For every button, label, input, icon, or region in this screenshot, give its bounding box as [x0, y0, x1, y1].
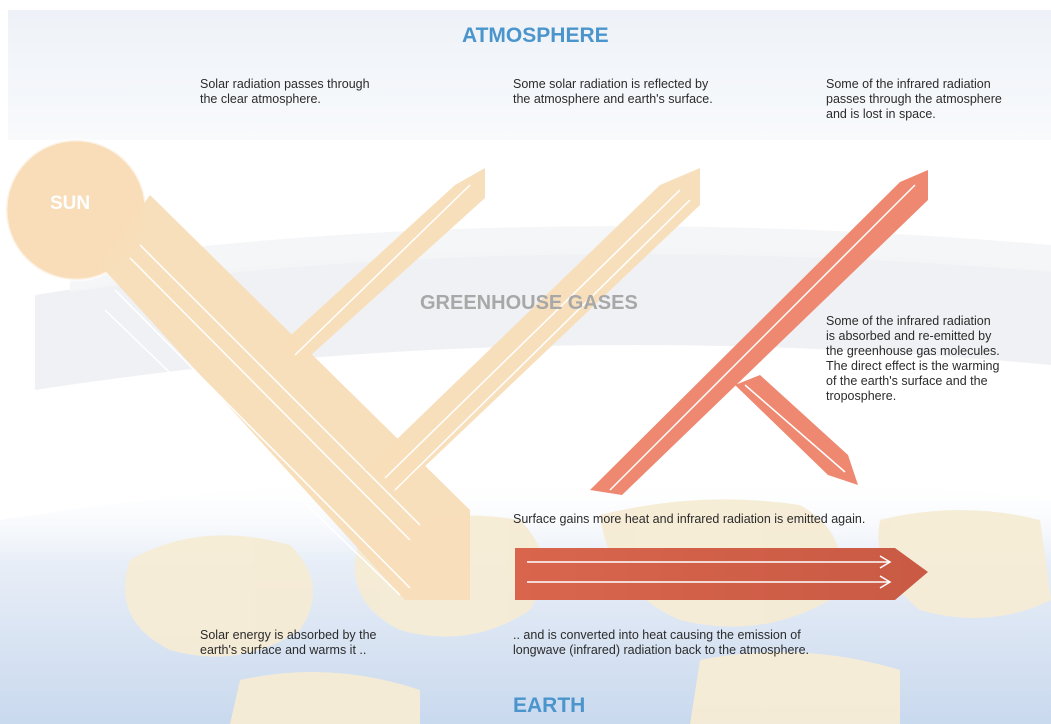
infrared-to-space-arrow	[590, 170, 928, 495]
solar-reflected-arrow-1	[280, 168, 485, 365]
caption-converted-heat: .. and is converted into heat causing th…	[513, 628, 809, 657]
caption-infrared-absorbed: Some of the infrared radiation is absorb…	[826, 314, 1000, 403]
solar-beam-incoming	[100, 195, 470, 600]
atmosphere-heading: ATMOSPHERE	[462, 24, 609, 47]
caption-surface-gains: Surface gains more heat and infrared rad…	[513, 512, 866, 526]
greenhouse-gases-label: GREENHOUSE GASES	[420, 292, 638, 314]
infrared-reemitted-line	[744, 384, 846, 473]
sun	[6, 140, 146, 280]
greenhouse-layer-band-outer	[70, 226, 1051, 292]
solar-reflected-arrow-2-lines	[384, 189, 691, 491]
caption-infrared-lost: Some of the infrared radiation passes th…	[826, 77, 1002, 121]
surface-heat-arrow-lines	[527, 555, 892, 589]
sun-label: SUN	[50, 193, 91, 214]
surface-heat-arrow	[515, 548, 928, 600]
earth-heading: EARTH	[513, 694, 586, 717]
solar-reflected-arrow-1-lines	[294, 184, 471, 356]
infrared-to-space-line	[609, 184, 916, 491]
solar-reflected-arrow-2	[365, 168, 700, 490]
solar-beam-lines	[104, 244, 421, 596]
caption-solar-passes: Solar radiation passes through the clear…	[200, 77, 370, 106]
caption-solar-reflected: Some solar radiation is reflected by the…	[513, 77, 713, 106]
atmosphere-band	[8, 10, 1051, 140]
caption-solar-absorbed: Solar energy is absorbed by the earth's …	[200, 628, 377, 657]
